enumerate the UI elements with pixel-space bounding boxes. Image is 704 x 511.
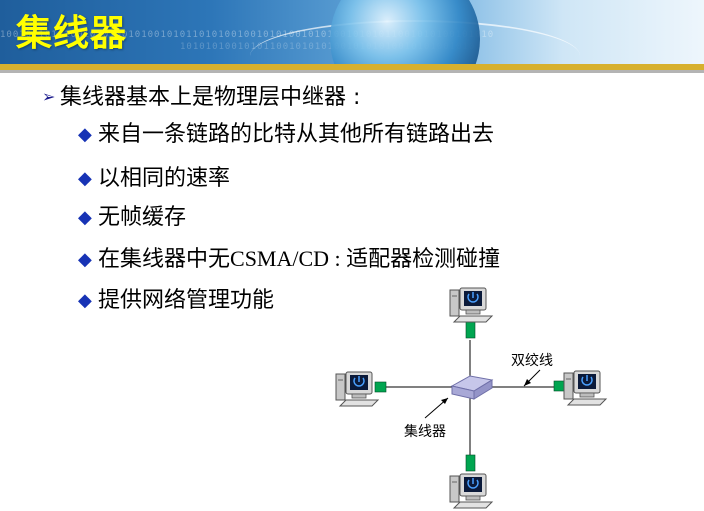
diamond-bullet-icon: ◆ — [78, 290, 92, 311]
diamond-bullet-icon: ◆ — [78, 124, 92, 145]
sub-bullet-item: ◆ 来自一条链路的比特从其他所有链路出去 — [78, 122, 494, 148]
gray-divider — [0, 70, 704, 73]
diamond-bullet-icon: ◆ — [78, 249, 92, 270]
computer-icon — [563, 370, 607, 406]
arrow-bullet-icon: ➢ — [42, 87, 56, 106]
link-port-left — [374, 381, 387, 393]
sub-bullet-text: 以相同的速率 — [98, 166, 231, 191]
computer-icon — [449, 287, 493, 323]
computer-icon — [449, 473, 493, 509]
sub-bullet-text-latin: CSMA/CD : — [230, 246, 347, 271]
sub-bullet-text: 无帧缓存 — [98, 205, 187, 230]
sub-bullet-item: ◆ 以相同的速率 — [78, 166, 230, 192]
sub-bullet-item: ◆ 无帧缓存 — [78, 205, 186, 231]
sub-bullet-text: 提供网络管理功能 — [98, 288, 275, 313]
sub-bullet-item: ◆ 提供网络管理功能 — [78, 288, 274, 314]
link-port-bottom — [465, 454, 476, 472]
slide-title: 集线器 — [16, 13, 128, 54]
computer-icon — [335, 371, 379, 407]
diamond-bullet-icon: ◆ — [78, 207, 92, 228]
diamond-bullet-icon: ◆ — [78, 168, 92, 189]
twisted-pair-label: 双绞线 — [511, 353, 553, 369]
bullet-item: ➢集线器基本上是物理层中继器 : — [42, 84, 360, 111]
hub-device — [450, 375, 494, 400]
link-port-right — [553, 380, 566, 392]
binary-pattern: 1001011010100101010010100101011010100100… — [0, 30, 495, 40]
header-banner: 1001011010100101010010100101011010100100… — [0, 0, 704, 64]
bullet-text: 集线器基本上是物理层中继器 : — [60, 85, 361, 110]
sub-bullet-text: 在集线器中无 — [98, 247, 231, 272]
gold-divider — [0, 64, 704, 70]
sub-bullet-item: ◆ 在集线器中无CSMA/CD : 适配器检测碰撞 — [78, 246, 500, 273]
globe-graphic — [330, 0, 480, 64]
sub-bullet-text: 来自一条链路的比特从其他所有链路出去 — [98, 122, 495, 147]
link-port-top — [465, 321, 476, 339]
hub-label: 集线器 — [404, 424, 446, 440]
sub-bullet-text: 适配器检测碰撞 — [346, 247, 501, 272]
